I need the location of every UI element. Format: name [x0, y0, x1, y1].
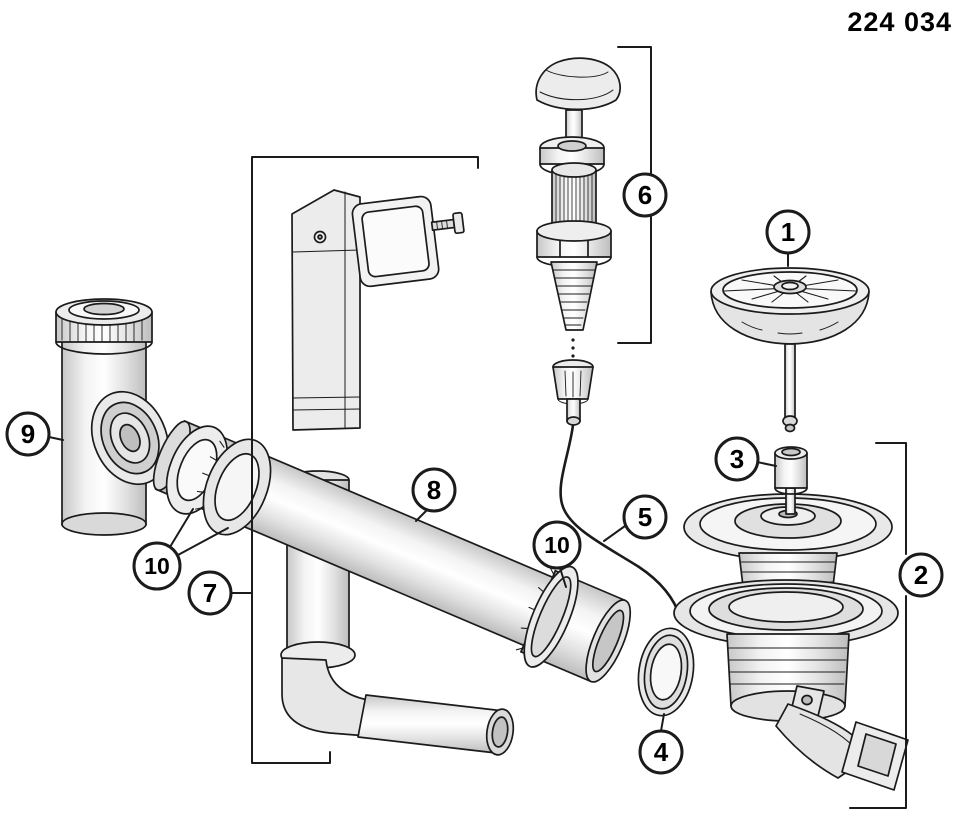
part-10-ring-nut-b	[195, 438, 272, 536]
part-4-sealing-washer	[637, 627, 695, 717]
callout-3-label: 3	[730, 444, 744, 474]
part-9-tee-fitting	[55, 298, 170, 536]
callout-leaders	[48, 46, 907, 809]
callout-5-label: 5	[638, 502, 652, 532]
part-10-ring-nut-right	[515, 565, 579, 668]
part-number: 224 034	[847, 7, 952, 37]
callout-5: 5	[622, 494, 668, 540]
part-5-control-cable	[559, 423, 682, 619]
callout-10-left-label: 10	[144, 553, 170, 579]
actuator-threaded-shaft	[550, 261, 598, 331]
callout-2: 2	[898, 552, 944, 598]
callout-6: 6	[622, 172, 668, 218]
callout-8-label: 8	[427, 475, 441, 505]
callout-1: 1	[765, 209, 811, 255]
overflow-outlet-pipe	[357, 694, 505, 754]
callout-2-label: 2	[914, 560, 928, 590]
callouts: 1 2 3 4 5 6 7	[5, 172, 944, 775]
part-7-overflow-assembly	[280, 189, 515, 756]
tee-side-outlet	[90, 390, 170, 486]
part-2-drain-body	[673, 493, 909, 791]
callout-9: 9	[5, 411, 51, 457]
callout-9-label: 9	[21, 419, 35, 449]
callout-10-left: 10	[132, 541, 182, 591]
callout-1-label: 1	[781, 217, 795, 247]
callout-7-label: 7	[203, 578, 217, 608]
part-6-pop-up-actuator	[535, 57, 621, 426]
callout-3: 3	[714, 436, 760, 482]
actuator-knob	[535, 57, 621, 111]
plate-screw	[430, 211, 465, 235]
callout-4-label: 4	[654, 737, 669, 767]
callout-8: 8	[411, 467, 457, 513]
callout-10-right-label: 10	[544, 532, 570, 558]
callout-4: 4	[638, 729, 684, 775]
overflow-cover-plate	[351, 195, 440, 288]
callout-7: 7	[187, 570, 233, 616]
part-3-overflow-stub	[774, 446, 808, 515]
callout-10-right: 10	[532, 520, 582, 570]
callout-6-label: 6	[638, 180, 652, 210]
part-1-strainer-basket	[710, 267, 870, 433]
